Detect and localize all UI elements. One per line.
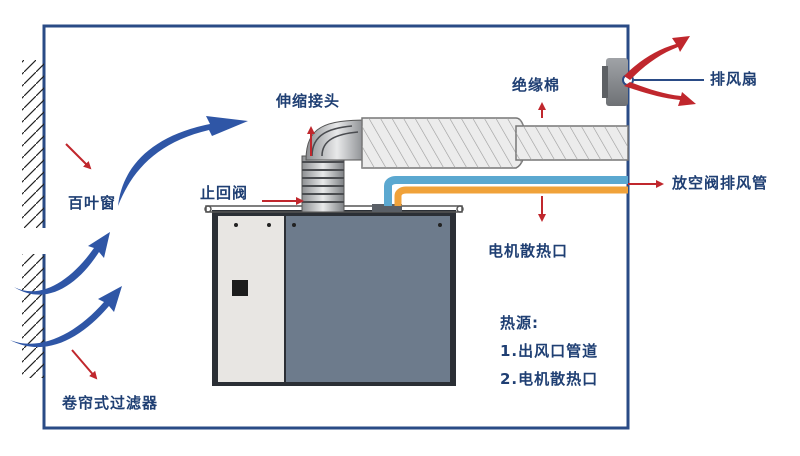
label-exhaust-fan: 排风扇 <box>710 70 759 88</box>
label-motor-vent: 电机散热口 <box>488 242 569 260</box>
airflow-arrow-icon <box>118 116 248 206</box>
vent-valve-exhaust-pipe <box>384 176 628 206</box>
heat-source-item-1: 1.出风口管道 <box>500 342 599 360</box>
label-louver: 百叶窗 <box>68 194 117 212</box>
exhaust-outflow <box>624 36 696 106</box>
left-wall-hatch-upper <box>22 60 44 228</box>
left-wall-hatch-lower <box>22 254 44 378</box>
compressor-dark-panel <box>286 216 450 382</box>
label-roll-filter: 卷帘式过滤器 <box>62 394 159 412</box>
airflow-arrow-icon <box>10 286 122 348</box>
label-vent-valve-exhaust: 放空阀排风管 <box>672 174 769 192</box>
control-panel-square <box>232 280 248 296</box>
pointer-arrows <box>65 102 664 380</box>
compressor-light-panel <box>218 216 284 382</box>
intake-airflow <box>10 116 248 348</box>
label-insulation: 绝缘棉 <box>512 76 561 94</box>
label-expansion-joint: 伸缩接头 <box>276 92 341 110</box>
heat-sources-title: 热源: <box>500 314 539 332</box>
insulated-duct <box>361 117 629 169</box>
label-check-valve: 止回阀 <box>200 184 249 202</box>
compressor-unit <box>204 204 464 386</box>
airflow-arrow-icon <box>14 232 110 295</box>
heat-source-item-2: 2.电机散热口 <box>500 370 599 388</box>
expansion-joint <box>301 119 369 213</box>
louver-opening <box>40 228 48 254</box>
